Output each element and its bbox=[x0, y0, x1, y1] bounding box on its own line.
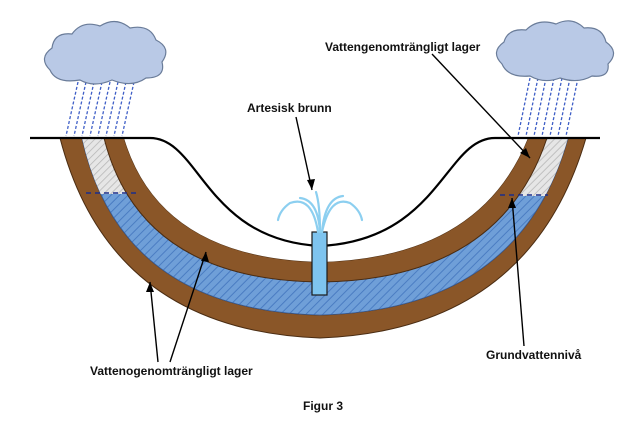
arrow-groundwater bbox=[511, 197, 525, 347]
valley-surface bbox=[124, 138, 528, 262]
fountain-water bbox=[276, 190, 364, 234]
label-artesian-well: Artesisk brunn bbox=[247, 101, 332, 115]
rain-cloud-icon bbox=[495, 20, 615, 82]
rain-cloud-icon bbox=[43, 20, 167, 85]
arrow-impermeable-bottom-1 bbox=[149, 281, 159, 363]
arrow-artesian-well bbox=[295, 116, 313, 191]
label-groundwater-level: Grundvattennivå bbox=[486, 348, 582, 362]
arrow-heads bbox=[146, 148, 530, 292]
well-pipe bbox=[311, 231, 328, 296]
rain-right bbox=[517, 77, 579, 137]
arrow-impermeable-top bbox=[431, 53, 531, 159]
recharge-zone-left bbox=[82, 138, 128, 194]
arrow-impermeable-bottom-2 bbox=[169, 251, 207, 363]
annotation-arrows bbox=[149, 53, 531, 363]
rain-left bbox=[65, 81, 135, 137]
figure-caption: Figur 3 bbox=[303, 399, 344, 413]
label-impermeable-bottom: Vattenogenomträngligt lager bbox=[90, 364, 253, 378]
recharge-zone-right bbox=[518, 138, 568, 196]
label-impermeable-top: Vattengenomträngligt lager bbox=[325, 40, 481, 54]
